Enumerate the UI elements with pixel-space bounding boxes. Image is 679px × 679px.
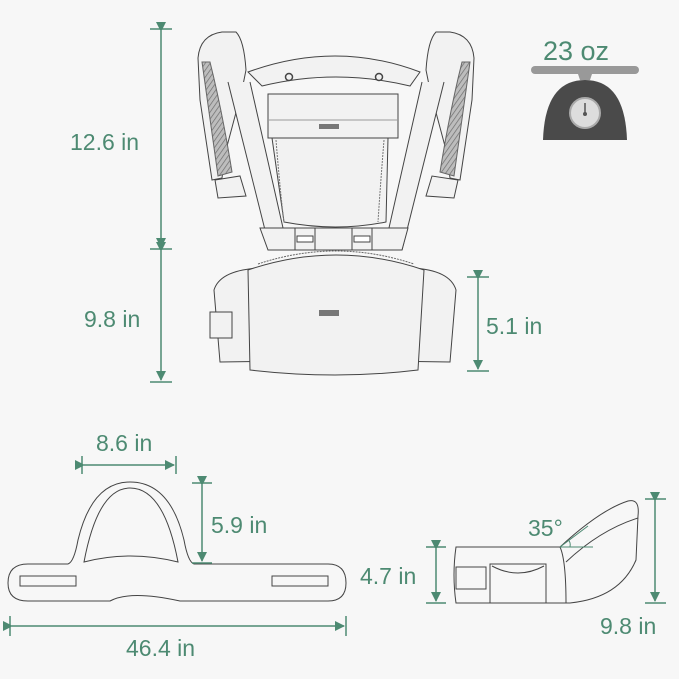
carrier-front-view	[197, 31, 475, 376]
dimension-lines-belt	[3, 456, 347, 636]
side-total-height-label: 9.8 in	[600, 613, 657, 639]
dimension-lines-side	[426, 492, 666, 604]
belt-length-label: 46.4 in	[126, 635, 196, 661]
seat-height-label: 5.1 in	[486, 313, 543, 339]
scale-icon	[531, 66, 639, 140]
dimension-lines-front	[150, 22, 489, 383]
upper-height-label: 12.6 in	[70, 129, 140, 155]
waist-belt-drawing	[7, 481, 347, 602]
arch-height-label: 5.9 in	[211, 512, 268, 538]
side-seat-height-label: 4.7 in	[360, 563, 417, 589]
seat-angle-label: 35°	[528, 515, 563, 541]
arch-width-label: 8.6 in	[96, 430, 153, 456]
hip-seat-side-view	[453, 500, 639, 604]
weight-label: 23 oz	[543, 36, 610, 66]
lower-height-label: 9.8 in	[84, 306, 141, 332]
